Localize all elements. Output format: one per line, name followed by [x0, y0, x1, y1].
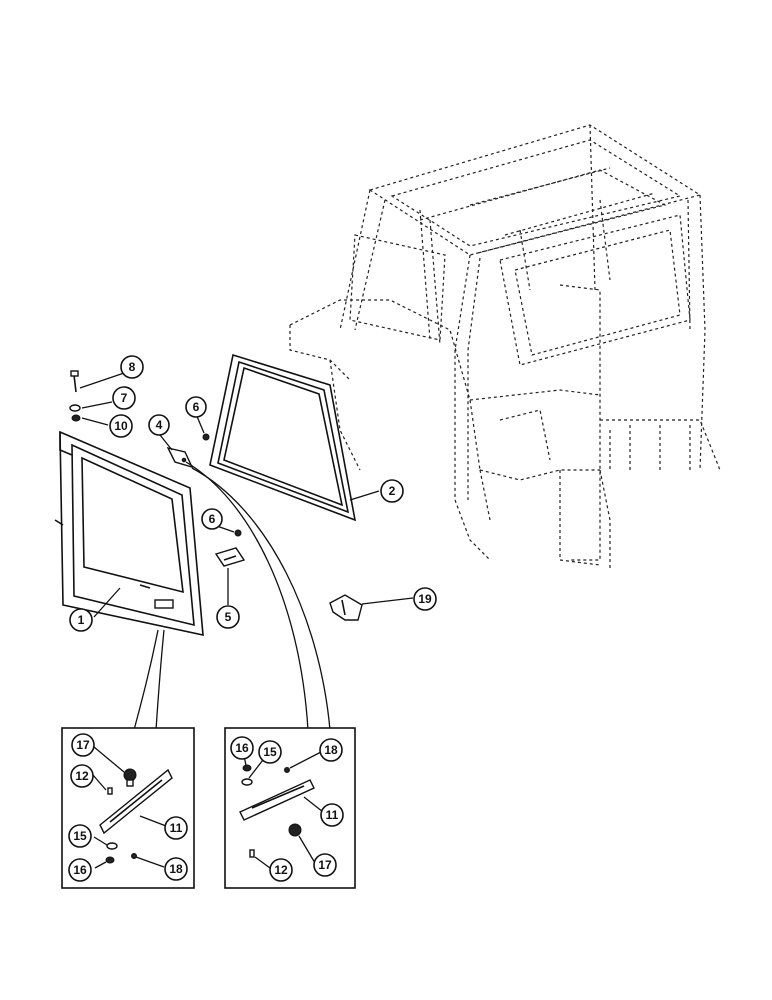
svg-text:8: 8 [129, 360, 136, 374]
callout-1: 1 [69, 608, 93, 632]
svg-text:16: 16 [235, 741, 249, 755]
svg-text:11: 11 [326, 808, 339, 822]
detail-left-callout-17: 17 [71, 733, 95, 757]
detail-right-callout-11: 11 [320, 803, 344, 827]
detail-link-left-a [133, 629, 159, 731]
detail-link-right-a [185, 461, 309, 731]
bolt-part-8 [70, 370, 79, 393]
svg-text:17: 17 [318, 858, 332, 872]
svg-text:12: 12 [274, 863, 288, 877]
window-frame-part [54, 430, 204, 637]
detail-left-callout-15: 15 [68, 824, 92, 848]
nut-part-10 [71, 414, 81, 422]
detail-left-callout-16: 16 [68, 858, 92, 882]
svg-text:12: 12 [75, 769, 89, 783]
detail-right-callout-17: 17 [313, 853, 337, 877]
detail-right-callout-16: 16 [230, 736, 254, 760]
svg-text:17: 17 [76, 738, 90, 752]
detail-link-left-b [155, 629, 165, 731]
svg-text:11: 11 [170, 821, 183, 835]
callout-2: 2 [380, 479, 404, 503]
hinge-part-5 [214, 547, 246, 567]
svg-text:16: 16 [73, 863, 87, 877]
svg-text:15: 15 [73, 829, 87, 843]
detail-link-right-b [191, 467, 331, 731]
detail-right-callout-15: 15 [258, 740, 282, 764]
callout-10: 10 [109, 414, 133, 438]
callout-8: 8 [120, 355, 144, 379]
svg-text:1: 1 [78, 613, 85, 627]
svg-text:5: 5 [225, 610, 232, 624]
leader-lines [79, 371, 414, 869]
detail-right-callout-18: 18 [319, 738, 343, 762]
callout-6-lower: 6 [201, 508, 223, 530]
detail-left-callout-11: 11 [164, 816, 188, 840]
callout-5: 5 [216, 605, 240, 629]
cab-outline [289, 124, 721, 570]
svg-text:4: 4 [156, 418, 163, 432]
svg-text:18: 18 [324, 743, 338, 757]
svg-text:10: 10 [114, 419, 128, 433]
svg-text:6: 6 [209, 512, 216, 526]
callout-6-upper: 6 [185, 396, 207, 418]
svg-text:15: 15 [263, 745, 277, 759]
svg-text:6: 6 [193, 400, 200, 414]
callout-7: 7 [112, 386, 136, 410]
screw-part-6a [202, 433, 210, 441]
callout-19: 19 [413, 587, 437, 611]
detail-left-callout-18: 18 [164, 857, 188, 881]
window-seal-part [209, 353, 357, 522]
washer-part-7 [69, 404, 81, 412]
screw-part-6b [234, 529, 242, 537]
svg-text:7: 7 [121, 391, 128, 405]
detail-left-callout-12: 12 [70, 764, 94, 788]
svg-text:2: 2 [389, 484, 396, 498]
callout-4: 4 [148, 414, 170, 436]
detail-right-callout-12: 12 [269, 858, 293, 882]
bracket-part-19 [329, 594, 363, 621]
svg-text:18: 18 [169, 862, 183, 876]
svg-text:19: 19 [418, 592, 432, 606]
